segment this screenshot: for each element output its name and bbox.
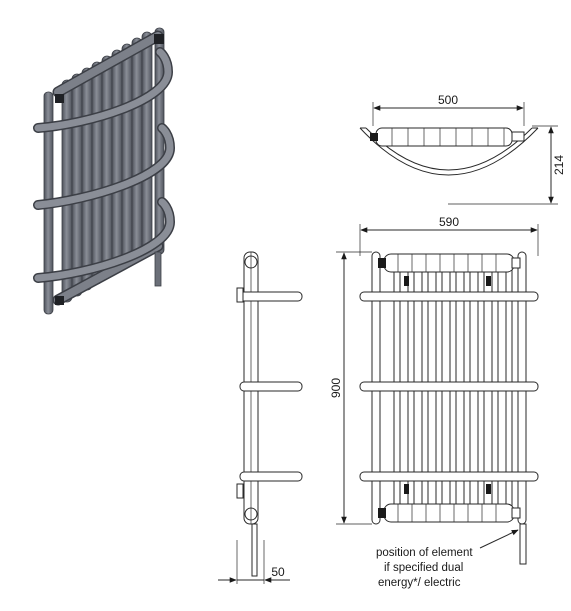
dim-side-depth: 50 [271, 565, 285, 579]
note-line-1: position of element [376, 547, 473, 559]
dim-front-width: 590 [439, 215, 459, 229]
element-note: position of element if specified dual en… [376, 529, 519, 589]
dim-front-height: 900 [329, 378, 343, 398]
dim-top-depth: 214 [552, 155, 566, 175]
note-line-2: if specified dual [384, 562, 463, 574]
towel-rails [33, 47, 176, 283]
top-view: 500 214 [359, 93, 566, 205]
side-view: 50 [218, 251, 303, 584]
dim-top-width: 500 [438, 93, 458, 107]
isometric-view [33, 27, 176, 315]
front-view: 590 900 [329, 215, 539, 565]
note-line-3: energy*/ electric [378, 577, 461, 589]
